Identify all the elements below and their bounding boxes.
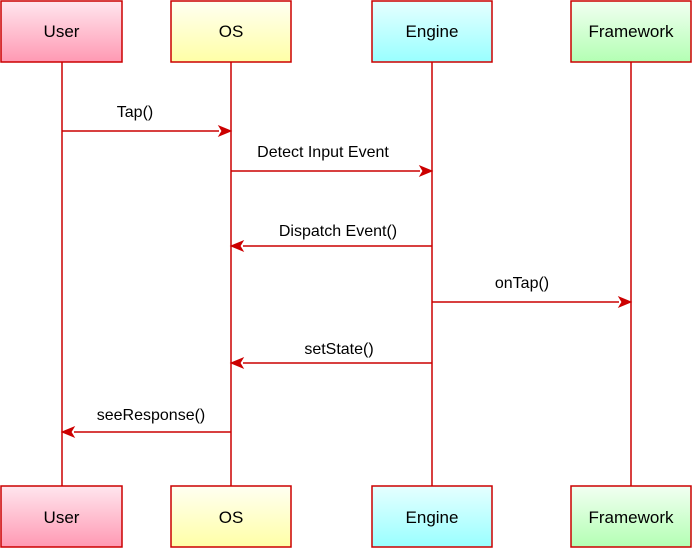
participant-os-label: OS	[219, 508, 244, 527]
message-label: onTap()	[495, 275, 549, 292]
participant-engine-label: Engine	[406, 508, 459, 527]
participant-framework-top: Framework	[570, 0, 692, 63]
arrowhead-icon	[60, 425, 76, 439]
message-on-tap: onTap()	[432, 275, 633, 309]
message-see-response: seeResponse()	[60, 407, 231, 439]
message-detect-input-event: Detect Input Event	[231, 144, 434, 178]
participant-os-label: OS	[219, 22, 244, 41]
participant-engine-top: Engine	[371, 0, 493, 63]
participant-engine-bottom: Engine	[371, 485, 493, 548]
participant-os-top: OS	[170, 0, 292, 63]
participant-framework-label: Framework	[588, 508, 674, 527]
message-tap: Tap()	[62, 104, 233, 138]
arrowhead-icon	[418, 164, 434, 178]
message-label: Tap()	[117, 104, 153, 121]
participant-user-bottom: User	[0, 485, 123, 548]
arrowhead-icon	[617, 295, 633, 309]
message-label: seeResponse()	[97, 407, 206, 424]
arrowhead-icon	[229, 356, 245, 370]
participant-framework-bottom: Framework	[570, 485, 692, 548]
participant-framework-label: Framework	[588, 22, 674, 41]
participant-user-label: User	[44, 22, 80, 41]
message-set-state: setState()	[229, 341, 432, 370]
arrowhead-icon	[217, 124, 233, 138]
message-label: Dispatch Event()	[279, 223, 397, 240]
arrowhead-icon	[229, 239, 245, 253]
message-label: setState()	[304, 341, 373, 358]
participant-engine-label: Engine	[406, 22, 459, 41]
participant-user-label: User	[44, 508, 80, 527]
message-dispatch-event: Dispatch Event()	[229, 223, 432, 253]
participant-user-top: User	[0, 0, 123, 63]
message-label: Detect Input Event	[257, 144, 389, 161]
participant-os-bottom: OS	[170, 485, 292, 548]
